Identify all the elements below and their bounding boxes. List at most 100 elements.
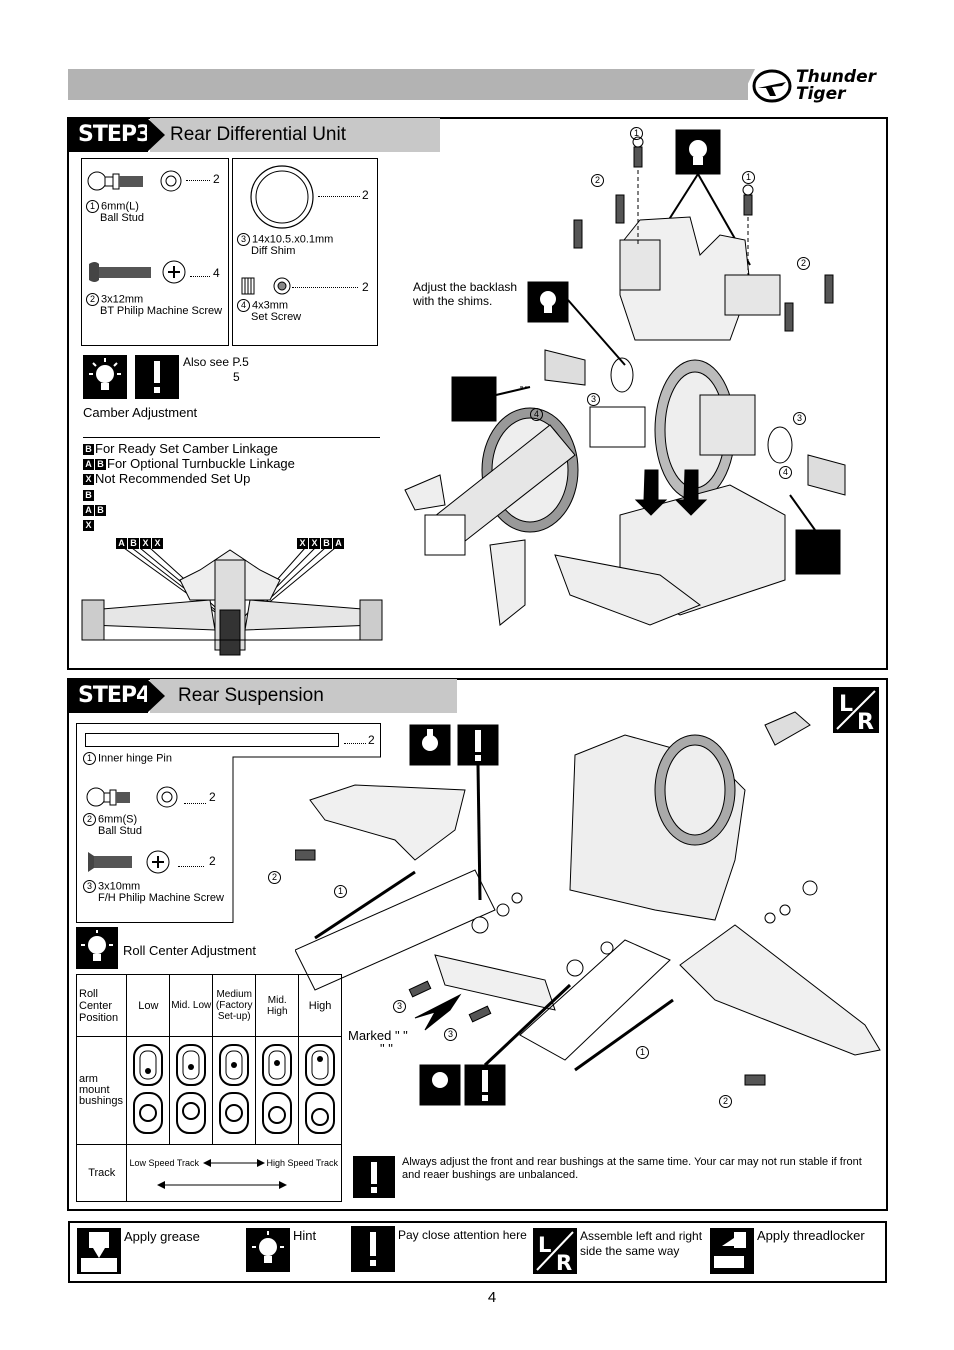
marked-quote: " " bbox=[380, 1041, 393, 1056]
camber-option-text: Not Recommended Set Up bbox=[95, 471, 251, 486]
mark-badge: X bbox=[297, 538, 308, 550]
fh-screw-icon bbox=[88, 850, 170, 874]
track-cell: Low Speed Track High Speed Track bbox=[126, 1144, 342, 1202]
brand-line1: Thunder bbox=[796, 67, 876, 87]
step3-part3-name: 14x10.5.x0.1mm bbox=[252, 233, 334, 246]
hint-icon bbox=[246, 1228, 290, 1272]
callout-number: 1 bbox=[630, 127, 643, 140]
leader-dots bbox=[184, 803, 206, 804]
step3-part3-name2: Diff Shim bbox=[251, 245, 296, 257]
hinge-pin-icon bbox=[85, 733, 339, 747]
track-high-label: High Speed Track bbox=[266, 1158, 339, 1168]
track-arrow-icon bbox=[203, 1159, 266, 1167]
svg-text:R: R bbox=[556, 1251, 572, 1274]
mark-badge: B bbox=[83, 444, 94, 456]
track-low-label: Low Speed Track bbox=[129, 1158, 200, 1168]
callout-2b: 2 bbox=[797, 257, 812, 270]
bushing-mid-low bbox=[169, 1036, 214, 1145]
callout-number: 2 bbox=[719, 1095, 732, 1108]
backlash-note: Adjust the backlash with the shims. bbox=[413, 280, 518, 308]
leader-dots bbox=[190, 276, 210, 277]
callout-number: 1 bbox=[742, 171, 755, 184]
mark-badge: B bbox=[83, 490, 94, 502]
callout-number: 4 bbox=[530, 408, 543, 421]
step4-part3-qty: 2 bbox=[209, 854, 216, 868]
divider bbox=[83, 437, 380, 438]
step4-parts-box bbox=[76, 723, 381, 923]
callout-number: 3 bbox=[793, 412, 806, 425]
brand-logo: Thunder Tiger bbox=[752, 66, 887, 106]
bushing-icon bbox=[305, 1044, 336, 1134]
mark-badge: B bbox=[321, 538, 332, 550]
callout-number: 1 bbox=[83, 752, 96, 765]
mark-badge: B bbox=[95, 459, 106, 471]
legend-attention-label: Pay close attention here bbox=[398, 1228, 527, 1242]
legend-threadlocker-label: Apply threadlocker bbox=[757, 1228, 865, 1243]
camber-mark-repeat-3: X bbox=[83, 517, 95, 532]
hint-icon bbox=[76, 927, 118, 969]
step3-parts-box-left bbox=[81, 158, 229, 346]
step4-panel bbox=[67, 678, 888, 1211]
step4-title: Rear Suspension bbox=[178, 685, 324, 706]
set-screw-icon bbox=[241, 277, 291, 295]
also-see-num: 5 bbox=[233, 370, 240, 384]
ball-stud-l-icon bbox=[87, 170, 182, 192]
col-low: Low bbox=[126, 974, 171, 1037]
left-right-icon: L R bbox=[833, 687, 879, 733]
header-bar bbox=[68, 69, 748, 100]
bushing-mid-high bbox=[255, 1036, 300, 1145]
step3-part2-name2: BT Philip Machine Screw bbox=[100, 305, 223, 317]
step4-part2-name: 6mm(S) bbox=[98, 813, 138, 826]
marked-label: Marked " " bbox=[348, 1028, 408, 1043]
step4-part2-qty: 2 bbox=[209, 790, 216, 804]
bushing-icon bbox=[219, 1044, 250, 1134]
col-high: High bbox=[298, 974, 342, 1037]
row-label-bushings: arm mount bushings bbox=[75, 1036, 128, 1145]
s4-callout-3b: 3 bbox=[444, 1028, 459, 1041]
legend-panel bbox=[68, 1221, 887, 1283]
bushing-icon bbox=[133, 1044, 164, 1134]
page-number: 4 bbox=[487, 1289, 497, 1306]
step3-tag-arrow bbox=[147, 118, 165, 152]
callout-4: 4 bbox=[530, 408, 545, 421]
legend-hint-label: Hint bbox=[293, 1228, 317, 1243]
callout-2: 2 bbox=[591, 174, 606, 187]
callout-number: 2 bbox=[86, 293, 99, 306]
callout-number: 3 bbox=[237, 233, 250, 246]
callout-number: 1 bbox=[636, 1046, 649, 1059]
step3-tag: STEP3 bbox=[68, 118, 151, 152]
callout-number: 2 bbox=[268, 871, 281, 884]
s4-callout-3: 3 bbox=[393, 1000, 408, 1013]
diff-shim-icon bbox=[250, 165, 314, 229]
step4-part2-name2: Ball Stud bbox=[98, 825, 143, 837]
track-width-arrow-icon bbox=[157, 1181, 288, 1189]
step4-part3-name2: F/H Philip Machine Screw bbox=[98, 892, 224, 904]
header-bar-slant bbox=[735, 69, 755, 100]
suspension-exploded-diagram bbox=[295, 711, 881, 1106]
mark-badge: B bbox=[128, 538, 139, 550]
attention-icon bbox=[135, 355, 179, 399]
callout-number: 2 bbox=[797, 257, 810, 270]
s4-callout-2b: 2 bbox=[719, 1095, 734, 1108]
row-label-track: Track bbox=[75, 1144, 128, 1202]
s4-callout-1: 1 bbox=[334, 885, 349, 898]
col-mid-low: Mid. Low bbox=[169, 974, 214, 1037]
camber-mark-repeat-1: B bbox=[83, 487, 95, 502]
step4-tag-arrow bbox=[147, 679, 165, 713]
camber-title: Camber Adjustment bbox=[83, 405, 198, 420]
bushing-low bbox=[126, 1036, 171, 1145]
also-see-text: Also see P.5 bbox=[183, 355, 249, 369]
camber-option-text: For Ready Set Camber Linkage bbox=[95, 441, 278, 456]
svg-text:L: L bbox=[538, 1233, 551, 1257]
callout-number: 2 bbox=[591, 174, 604, 187]
ball-stud-s-icon bbox=[86, 786, 178, 808]
row-label-position: Roll Center Position bbox=[75, 974, 128, 1037]
mark-badge: A bbox=[83, 459, 94, 471]
callout-number: 3 bbox=[83, 880, 96, 893]
step4-part3-name: 3x10mm bbox=[98, 880, 141, 893]
